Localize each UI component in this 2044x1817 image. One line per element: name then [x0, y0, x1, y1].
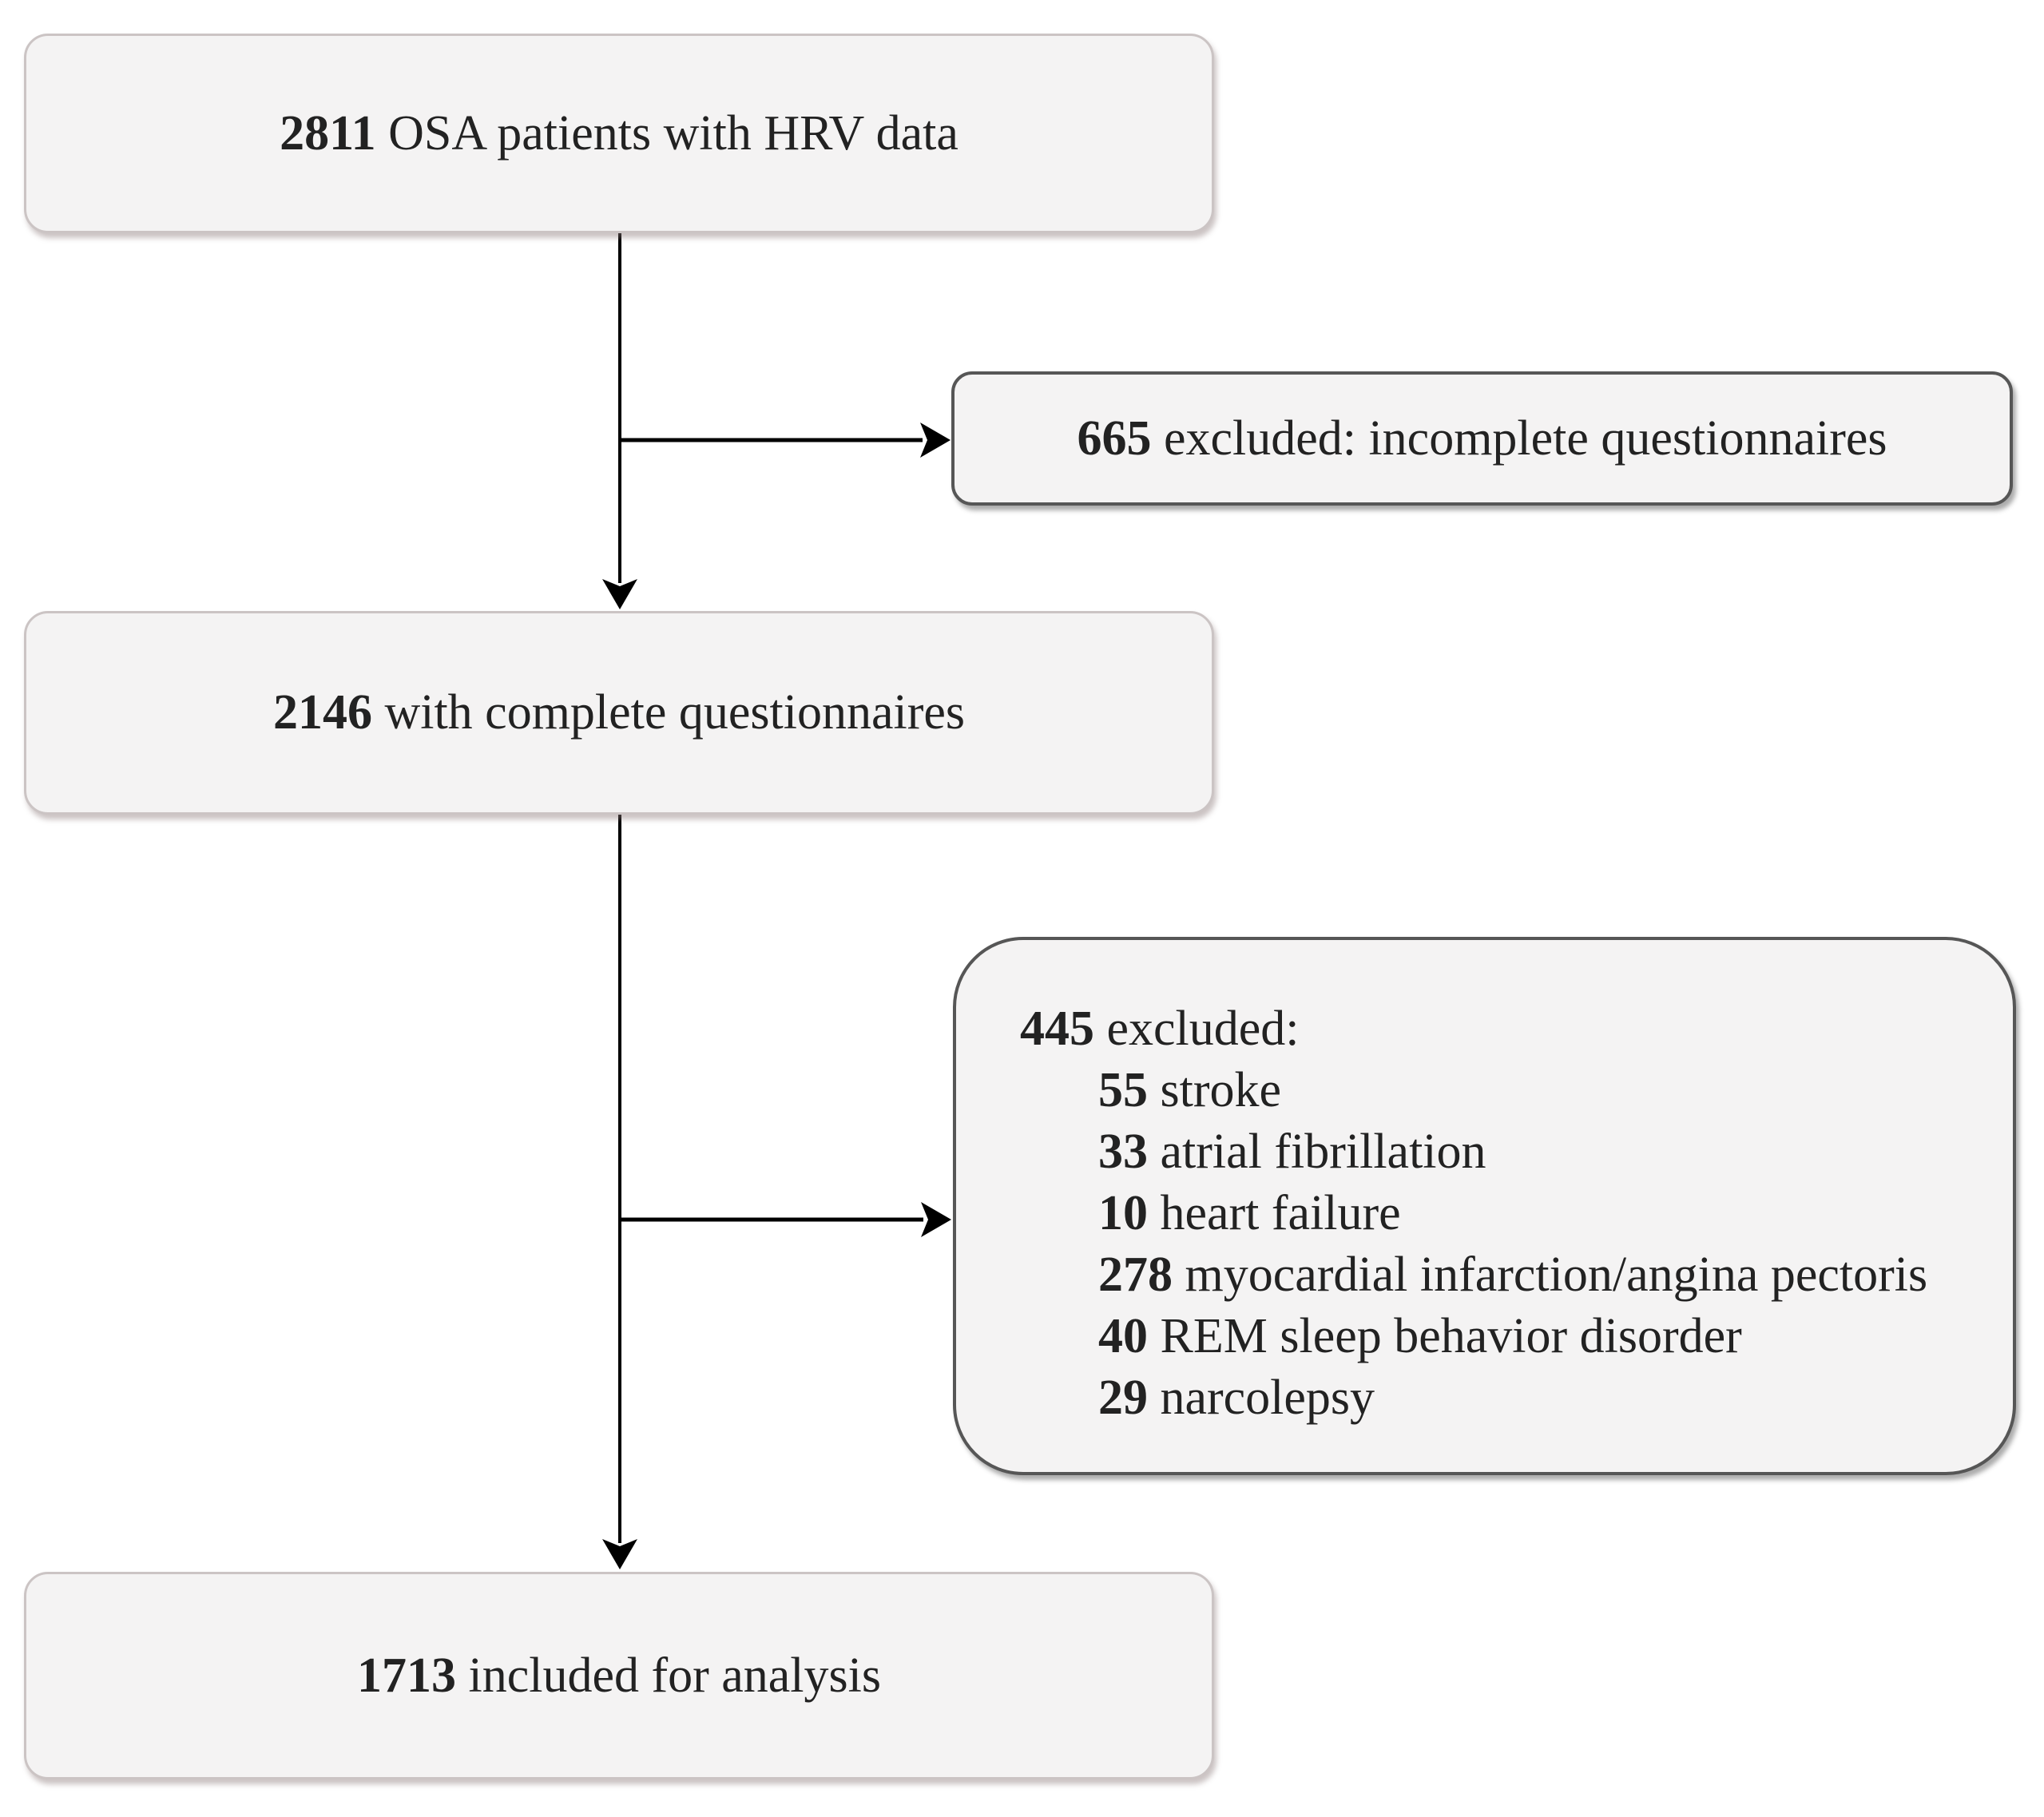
count-rem-sleep-disorder: 40 [1098, 1308, 1148, 1363]
node-complete-questionnaires-text: 2146 with complete questionnaires [273, 683, 965, 742]
count-excluded-comorbidities: 445 [1020, 1001, 1094, 1056]
arrowhead-top-to-middle [602, 579, 637, 609]
label-heart-failure: heart failure [1160, 1185, 1401, 1240]
label-stroke: stroke [1160, 1062, 1282, 1117]
label-included: included for analysis [468, 1648, 882, 1703]
label-osa-patients: OSA patients with HRV data [388, 105, 958, 161]
count-narcolepsy: 29 [1098, 1370, 1148, 1425]
label-myocardial-infarction: myocardial infarction/angina pectoris [1185, 1247, 1928, 1302]
count-complete-questionnaires: 2146 [272, 685, 372, 740]
excluded-comorbidities-heading: 445 excluded: [1020, 998, 1300, 1060]
excluded-item-narcolepsy: 29 narcolepsy [1020, 1367, 1375, 1429]
arrowhead-middle-to-bottom [602, 1539, 637, 1569]
count-included: 1713 [356, 1648, 456, 1703]
node-excluded-questionnaires: 665 excluded: incomplete questionnaires [951, 371, 2013, 506]
node-osa-patients-text: 2811 OSA patients with HRV data [280, 104, 958, 163]
node-osa-patients: 2811 OSA patients with HRV data [24, 34, 1214, 233]
count-myocardial-infarction: 278 [1098, 1247, 1173, 1302]
excluded-item-rem-sleep-disorder: 40 REM sleep behavior disorder [1020, 1306, 1742, 1367]
label-atrial-fibrillation: atrial fibrillation [1160, 1124, 1486, 1179]
label-rem-sleep-disorder: REM sleep behavior disorder [1160, 1308, 1742, 1363]
label-narcolepsy: narcolepsy [1160, 1370, 1375, 1425]
label-excluded-comorbidities: excluded: [1106, 1001, 1300, 1056]
node-excluded-comorbidities: 445 excluded: 55 stroke 33 atrial fibril… [953, 937, 2016, 1475]
node-included-for-analysis-text: 1713 included for analysis [357, 1646, 881, 1705]
count-excluded-questionnaires: 665 [1077, 411, 1152, 466]
count-osa-patients: 2811 [280, 105, 376, 161]
node-complete-questionnaires: 2146 with complete questionnaires [24, 611, 1214, 815]
excluded-item-myocardial-infarction: 278 myocardial infarction/angina pectori… [1020, 1244, 1927, 1306]
label-excluded-questionnaires: excluded: incomplete questionnaires [1163, 411, 1887, 466]
excluded-item-stroke: 55 stroke [1020, 1060, 1281, 1121]
node-included-for-analysis: 1713 included for analysis [24, 1572, 1214, 1779]
arrowhead-excluded-questionnaires [920, 423, 951, 458]
label-complete-questionnaires: with complete questionnaires [384, 685, 966, 740]
excluded-item-heart-failure: 10 heart failure [1020, 1183, 1401, 1244]
excluded-item-atrial-fibrillation: 33 atrial fibrillation [1020, 1121, 1486, 1183]
node-excluded-questionnaires-text: 665 excluded: incomplete questionnaires [1077, 409, 1887, 468]
count-heart-failure: 10 [1098, 1185, 1148, 1240]
count-atrial-fibrillation: 33 [1098, 1124, 1148, 1179]
arrowhead-excluded-comorbidities [921, 1202, 951, 1237]
count-stroke: 55 [1098, 1062, 1148, 1117]
